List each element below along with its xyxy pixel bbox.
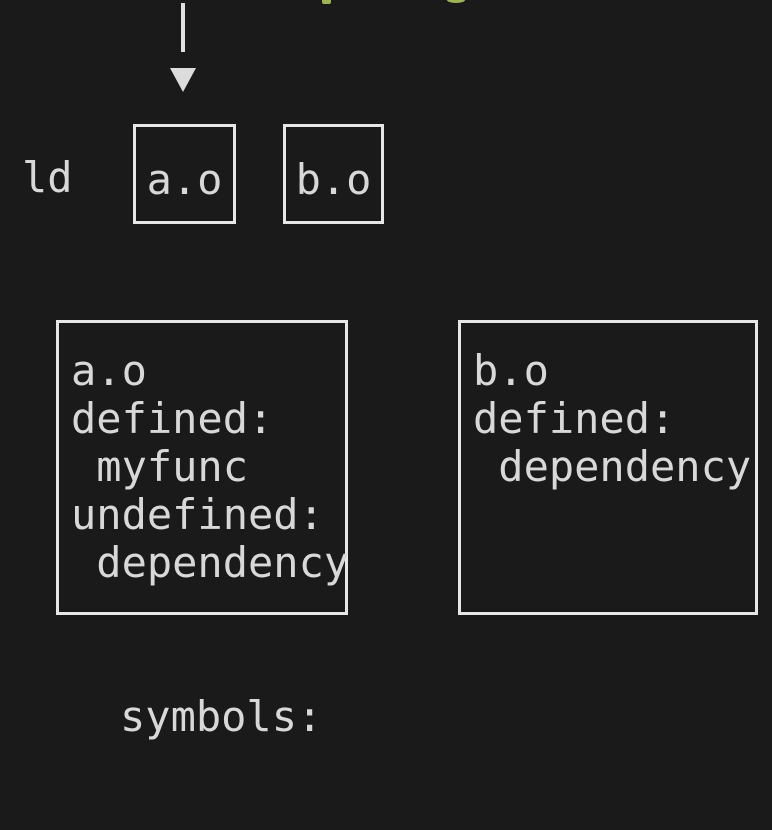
- linker-command-label: ld: [22, 153, 73, 202]
- object-file-box-b: b.o: [283, 124, 384, 224]
- symbol-table-line: myfunc: [71, 442, 249, 491]
- cropped-green-text-fragment-icon: [322, 0, 331, 4]
- object-file-box-a: a.o: [133, 124, 236, 224]
- symbol-table-line: defined:: [71, 394, 274, 443]
- cropped-green-text-fragment-icon: [447, 0, 465, 3]
- symbol-table-box-a: a.o defined: myfunc undefined: dependenc…: [56, 320, 350, 615]
- symbols-label: symbols:: [120, 692, 323, 741]
- down-arrow-head-icon: [170, 68, 196, 92]
- symbol-table-line: undefined:: [71, 490, 324, 539]
- down-arrow-shaft: [181, 3, 185, 52]
- symbol-table-box-b: b.o defined: dependency: [458, 320, 758, 615]
- symbol-table-line: b.o: [473, 346, 549, 395]
- object-file-name: a.o: [146, 155, 223, 204]
- symbol-table-line: defined:: [473, 394, 676, 443]
- symbol-table-line: a.o: [71, 346, 147, 395]
- symbol-table-line: dependency: [71, 538, 350, 587]
- symbol-table-line: dependency: [473, 442, 752, 491]
- object-file-name: b.o: [295, 155, 372, 204]
